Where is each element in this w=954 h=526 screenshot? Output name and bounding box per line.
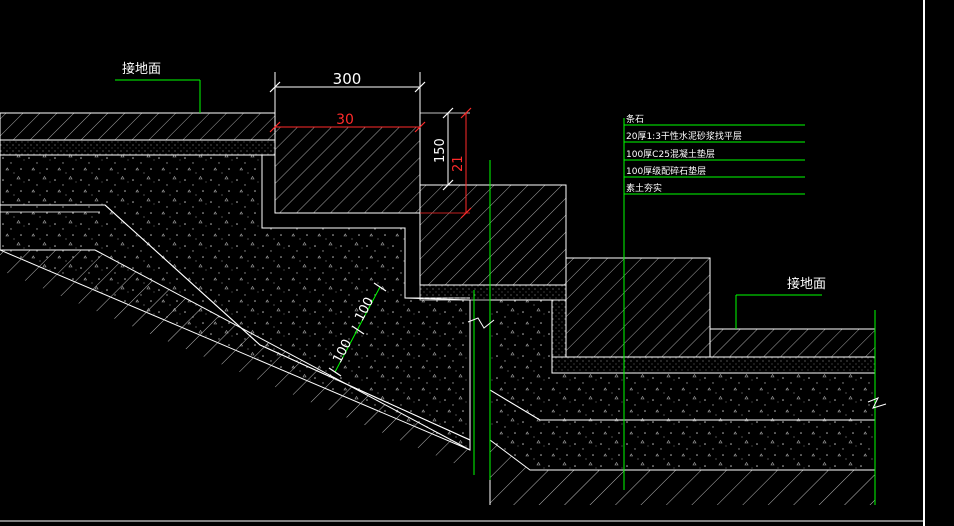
layer-label-5: 素土夯实 [626,182,662,194]
ground-label-left: 接地面 [122,61,161,77]
stone-layer-right [709,328,876,358]
step-3-stone [565,257,711,358]
dim-text-300: 300 [333,70,362,88]
step-2-stone [419,184,567,286]
stone-layer-left [0,112,276,141]
layer-label-3: 100厚C25混凝土垫层 [626,148,715,160]
dim-text-30-red: 30 [336,112,354,128]
layer-label-1: 条石 [626,113,644,125]
soil-right [490,440,875,505]
step-1-stone [274,126,421,214]
layer-label-2: 20厚1:3干性水泥砂浆找平层 [626,130,742,142]
dim-text-21-red: 21 [451,155,466,172]
dim-text-150: 150 [433,138,448,163]
soil-slope-left [0,250,470,470]
mortar-layer-left [0,139,276,156]
ground-label-right: 接地面 [787,276,826,292]
layer-label-4: 100厚级配碎石垫层 [626,165,706,177]
